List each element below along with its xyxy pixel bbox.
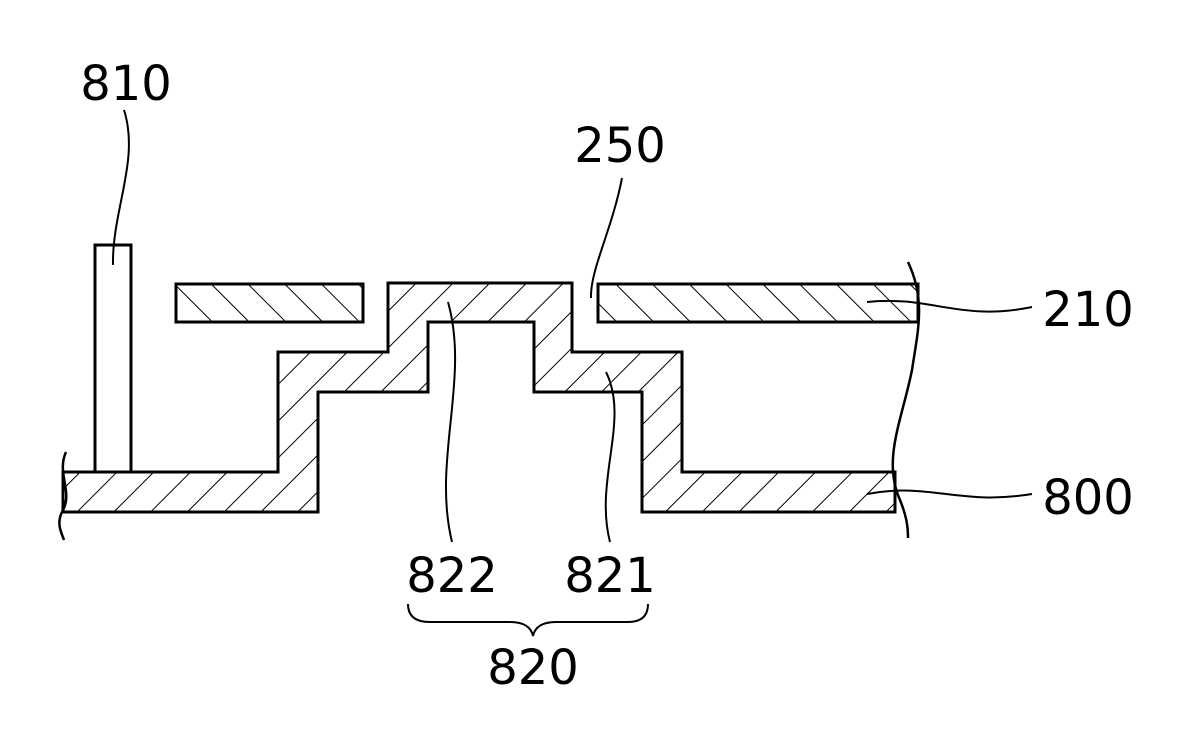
label-250: 250 xyxy=(574,118,666,174)
leader-250 xyxy=(591,178,622,298)
label-210: 210 xyxy=(1042,282,1134,338)
leader-821 xyxy=(606,372,615,542)
post-810 xyxy=(95,245,131,472)
plate-210-left xyxy=(176,284,363,322)
leader-810 xyxy=(113,110,129,265)
label-822: 822 xyxy=(406,548,498,604)
brace-820 xyxy=(408,604,648,636)
label-821: 821 xyxy=(564,548,656,604)
label-810: 810 xyxy=(80,56,172,112)
plate-210-right xyxy=(598,284,918,322)
label-820: 820 xyxy=(487,640,579,696)
label-800: 800 xyxy=(1042,470,1134,526)
leader-822 xyxy=(446,302,455,542)
